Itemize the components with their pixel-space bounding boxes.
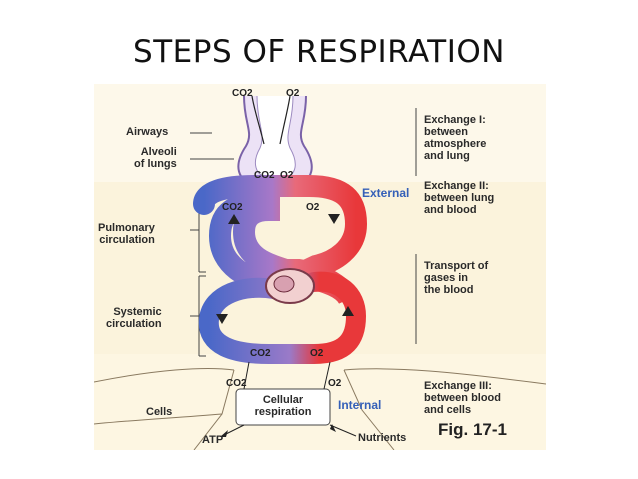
o2-pulmonary: O2 xyxy=(306,202,320,213)
co2-top: CO2 xyxy=(232,88,253,99)
o2-cell: O2 xyxy=(328,378,342,389)
label-exchange-1: Exchange I: between atmosphere and lung xyxy=(424,114,487,162)
o2-systemic: O2 xyxy=(310,348,324,359)
label-transport: Transport of gases in the blood xyxy=(424,260,489,296)
label-cells: Cells xyxy=(146,406,173,418)
exchange1-band xyxy=(94,84,546,182)
label-pulmonary-circulation: Pulmonary circulation xyxy=(98,222,155,246)
respiration-diagram: Airways Alveoli of lungs Pulmonary circu… xyxy=(94,84,546,450)
diagram-graphics xyxy=(94,84,546,450)
co2-pulmonary: CO2 xyxy=(222,202,243,213)
label-alveoli: Alveoli of lungs xyxy=(134,146,177,170)
atp-label: ATP xyxy=(202,434,224,446)
page-title: STEPS OF RESPIRATION xyxy=(133,34,505,70)
label-exchange-3: Exchange III: between blood and cells xyxy=(424,380,501,416)
co2-cell: CO2 xyxy=(226,378,247,389)
cellular-respiration-label: Cellular respiration xyxy=(254,394,312,418)
label-systemic-circulation: Systemic circulation xyxy=(106,306,162,330)
cellular-respiration-box xyxy=(235,388,331,426)
internal-marker: Internal xyxy=(338,398,382,412)
o2-top: O2 xyxy=(286,88,300,99)
label-airways: Airways xyxy=(126,126,169,138)
nutrients-label: Nutrients xyxy=(358,432,407,444)
external-marker: External xyxy=(362,186,410,200)
o2-alveoli: O2 xyxy=(280,170,294,181)
label-exchange-2: Exchange II: between lung and blood xyxy=(424,180,495,216)
figure-number: Fig. 17-1 xyxy=(438,420,507,439)
co2-alveoli: CO2 xyxy=(254,170,275,181)
co2-systemic: CO2 xyxy=(250,348,271,359)
systemic-loop xyxy=(198,271,367,364)
